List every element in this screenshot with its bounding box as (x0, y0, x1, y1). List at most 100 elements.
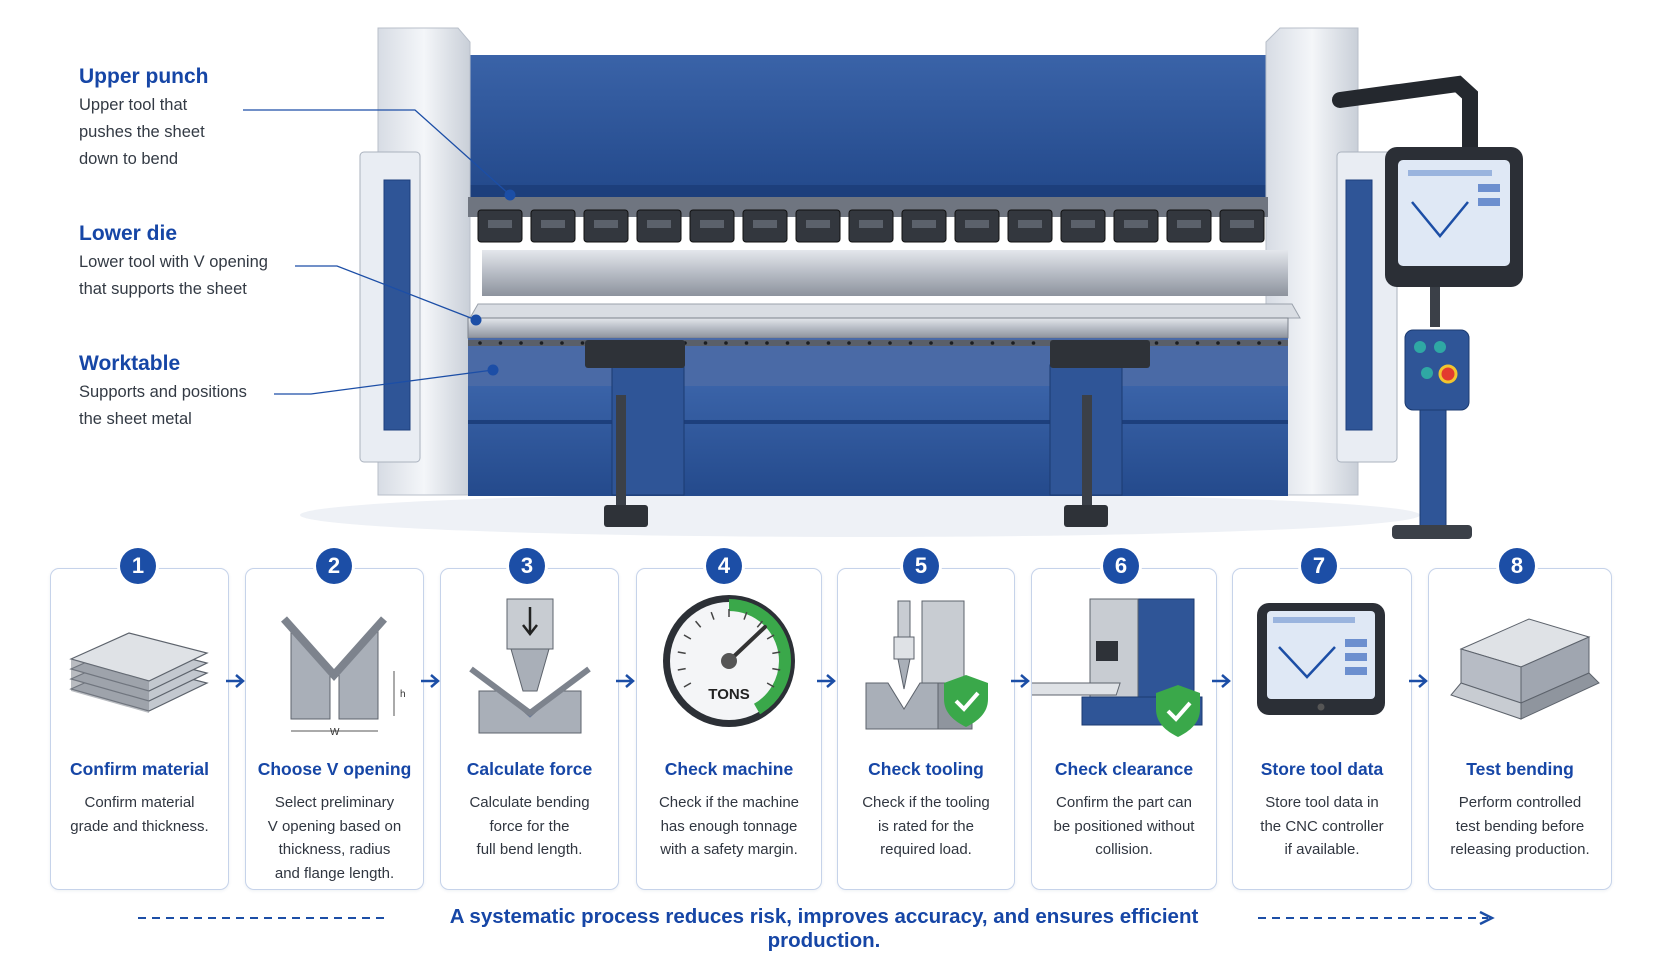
gauge-tick (710, 611, 715, 620)
support-arm-right (1049, 340, 1150, 527)
callout-title: Lower die (79, 222, 178, 245)
sheet-metal (469, 303, 1301, 319)
step-title: Confirm material (69, 759, 210, 779)
table-bolt (1175, 341, 1179, 345)
table-bolt (1277, 341, 1282, 345)
punch-clamp-bolt (1230, 220, 1254, 228)
arrow-right-icon (1212, 674, 1231, 688)
callout-line: Supports and positions (79, 383, 247, 401)
table-bolt (847, 341, 851, 345)
gauge-tick (695, 620, 702, 628)
bent-part-icon (1450, 618, 1600, 720)
gauge-tick (766, 682, 775, 688)
support-arm-left (585, 340, 685, 527)
step-badge-4: 4 (706, 548, 742, 584)
cnc-control-panel (1332, 75, 1523, 327)
table-bolt (1216, 341, 1220, 345)
step-title: Check clearance (1054, 759, 1194, 779)
callout-line: the sheet metal (79, 410, 192, 428)
callout-dots (470, 189, 516, 376)
table-bolt (580, 341, 585, 345)
arrow-right-icon (1409, 674, 1428, 688)
upper-beam (462, 55, 1274, 190)
arrow-right-icon (817, 674, 836, 688)
gauge-tick (766, 634, 775, 640)
table-bolt (929, 341, 933, 345)
table-bolt (867, 341, 872, 345)
gauge-tick (743, 611, 748, 620)
table-bolt (1195, 341, 1200, 345)
table-bolt (765, 341, 769, 345)
width-mark: W (330, 727, 340, 738)
step-title: Choose V opening (257, 759, 412, 779)
step-title: Store tool data (1260, 759, 1384, 779)
gauge-tick (677, 651, 686, 655)
callout-title: Upper punch (79, 65, 209, 88)
step-badge-2: 2 (316, 548, 352, 584)
callout-line: down to bend (79, 150, 179, 168)
table-bolt (908, 341, 913, 345)
callout-lower-die: Lower die Lower tool with V opening that… (79, 221, 268, 303)
gauge-tick (756, 620, 763, 628)
table-bolt (498, 341, 503, 345)
gauge-tick (683, 634, 692, 640)
v-die-icon: h W (281, 616, 406, 738)
callout-title: Worktable (79, 352, 181, 375)
table-bolt (1031, 341, 1036, 345)
step-title: Test bending (1466, 759, 1574, 779)
floor-shadow (300, 493, 1420, 537)
tooling-check-icon (865, 600, 988, 730)
ram-gap (482, 250, 1288, 296)
table-bolt (806, 341, 810, 345)
lower-die (467, 317, 1289, 339)
punch-clamp-bolt (700, 220, 724, 228)
callout-leaders (243, 109, 511, 395)
callout-line: Upper tool that (79, 96, 188, 114)
punch-clamp-bolt (1018, 220, 1042, 228)
height-mark: h (400, 689, 406, 700)
punch-clamp-bolt (541, 220, 565, 228)
step-title: Calculate force (466, 759, 593, 779)
arrow-right-icon (226, 674, 245, 688)
table-bolt (724, 341, 728, 345)
table-bolt (970, 341, 974, 345)
gauge-tick (683, 682, 692, 688)
press-brake-illustration (243, 27, 1523, 539)
cnc-screen-icon (1257, 603, 1385, 715)
punch-clamp-bolt (1071, 220, 1095, 228)
table-bolt (539, 341, 544, 345)
table-bolt (519, 341, 523, 345)
punch-clamp-bolt (912, 220, 936, 228)
step-badge-7: 7 (1301, 548, 1337, 584)
punch-clamp-bolt (806, 220, 830, 228)
punch-clamp-bolt (488, 220, 512, 228)
callout-line: pushes the sheet (79, 123, 205, 141)
table-bolt (1236, 341, 1241, 345)
punch-clamp-bolt (1177, 220, 1201, 228)
table-bolt (990, 341, 995, 345)
footer-summary: A systematic process reduces risk, impro… (390, 905, 1258, 953)
punch-clamp-bolt (594, 220, 618, 228)
step-title: Check tooling (868, 759, 984, 779)
sheet-stack-icon (69, 632, 209, 713)
punch-clamp-bolt (647, 220, 671, 228)
punch-clamp-bolt (1124, 220, 1148, 228)
table-bolt (949, 341, 954, 345)
table-bolt (1257, 341, 1261, 345)
table-bolt (478, 341, 482, 345)
upper-punch-row (477, 209, 1265, 243)
